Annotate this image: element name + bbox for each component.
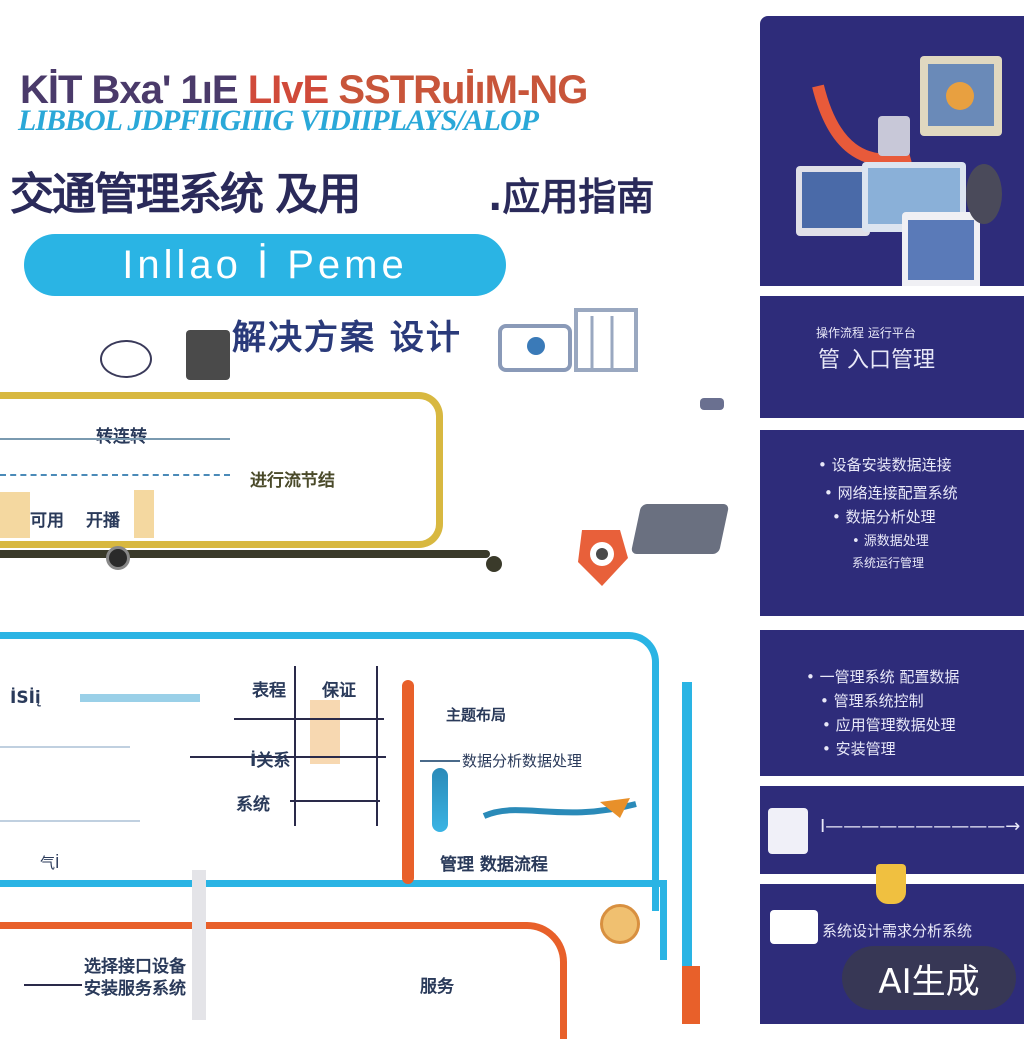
panel2-line-1: • 设备安装数据连接	[818, 456, 952, 474]
blue-divider-2	[0, 820, 140, 822]
track-node-icon	[106, 546, 130, 570]
orange-label-1: 选择接口设备	[84, 957, 186, 977]
yellow-lane-track	[0, 550, 490, 558]
info-panel-3: • 一管理系统 配置数据 • 管理系统控制 • 应用管理数据处理 • 安装管理	[760, 630, 1024, 776]
panel2-line-5: 系统运行管理	[852, 556, 925, 570]
yellow-divider-1	[0, 438, 230, 440]
blue-label-mid-3: İ关系	[250, 751, 291, 771]
yellow-label-b: 开播	[86, 511, 120, 531]
yellow-divider-2	[0, 474, 230, 478]
pill-banner: Inllao İ Peme	[24, 234, 506, 296]
blue-label-left: İSİį	[10, 688, 41, 708]
blue-glow	[310, 700, 340, 764]
blue-label-mid-2: 保证	[322, 681, 356, 701]
computer-illustration-icon	[796, 56, 1002, 294]
blue-label-mid-4: 系统	[236, 795, 270, 815]
subtitle-chinese-right: .应用指南	[488, 175, 655, 219]
blue-rule-4	[420, 760, 460, 762]
panel2-line-2: • 网络连接配置系统	[824, 484, 958, 502]
subtitle-chinese: 交通管理系统 及用	[10, 169, 361, 220]
printer-icon	[186, 330, 230, 380]
orange-rule	[24, 984, 82, 986]
usb-icon	[700, 398, 724, 410]
panel3-line-2: • 管理系统控制	[820, 692, 924, 710]
vertical-rule-2	[294, 666, 296, 826]
gray-post	[192, 870, 206, 1020]
info-panel-4: I——————————→	[760, 786, 1024, 874]
orange-label-3: 服务	[420, 977, 454, 997]
panel4-text: I——————————→	[820, 816, 1021, 837]
orange-post-small	[682, 966, 700, 1024]
yellow-label-a: 可用	[30, 511, 64, 531]
device-card-icon	[768, 808, 808, 854]
blue-lane-right	[660, 880, 667, 960]
blue-lane	[0, 632, 659, 911]
blue-divider-1	[0, 746, 130, 748]
blue-label-right-1: 主题布局	[446, 706, 507, 724]
trophy-icon	[876, 864, 906, 904]
coin-icon	[600, 904, 640, 944]
main-title: KİT Bxa' 1ıE LIvE SSTRuİıM-NG	[20, 68, 588, 113]
title-part-1: KİT Bxa' 1ıE	[20, 68, 239, 112]
speaker-icon	[572, 518, 634, 590]
orange-lane	[0, 922, 567, 1039]
blue-bar	[80, 694, 200, 702]
blue-label-mid-1: 表程	[252, 681, 286, 701]
panel5-text: 系统设计需求分析系统	[822, 922, 973, 940]
blue-lane-inner	[0, 880, 666, 887]
device-icon	[496, 306, 646, 380]
router-icon	[630, 504, 730, 554]
orange-post	[402, 680, 414, 884]
title-part-3: SSTRuİıM-NG	[338, 68, 588, 112]
orange-label-2: 安装服务系统	[84, 979, 186, 999]
feather-icon	[432, 768, 448, 832]
blue-rule-1	[234, 718, 384, 720]
blue-rule-2	[190, 756, 386, 758]
track-end-icon	[486, 556, 502, 572]
hero-panel	[760, 16, 1024, 294]
ai-watermark-badge: AI生成	[842, 946, 1016, 1010]
yellow-label-mid: 进行流节结	[250, 471, 335, 491]
blue-label-right-3: 管理 数据流程	[440, 855, 548, 875]
yellow-glow-2	[134, 490, 154, 538]
title-part-2: LIvE	[247, 68, 329, 112]
brand-logo-icon	[770, 910, 818, 944]
blue-post	[682, 682, 692, 972]
yellow-label-top: 转连转	[96, 427, 147, 447]
panel3-line-1: • 一管理系统 配置数据	[806, 668, 960, 686]
yellow-glow-1	[0, 492, 30, 538]
panel2-line-3: • 数据分析处理	[832, 508, 936, 526]
yellow-lane	[0, 392, 443, 548]
section-heading: 解决方案 设计	[232, 318, 462, 358]
blue-label-small: 气İ	[40, 854, 60, 872]
blue-rule-3	[290, 800, 380, 802]
panel1-text: 管 入口管理	[818, 348, 935, 373]
panel3-line-4: • 安装管理	[822, 740, 896, 758]
brush-stroke-icon	[480, 796, 640, 826]
info-panel-1: 操作流程 运行平台 管 入口管理	[760, 296, 1024, 418]
panel1-heading: 操作流程 运行平台	[816, 326, 916, 340]
blue-label-right-2: 数据分析数据处理	[462, 752, 583, 770]
panel2-line-4: • 源数据处理	[852, 534, 929, 549]
gauge-icon	[100, 340, 152, 378]
panel3-line-3: • 应用管理数据处理	[822, 716, 956, 734]
vertical-rule-1	[376, 666, 378, 826]
info-panel-2: • 设备安装数据连接 • 网络连接配置系统 • 数据分析处理 • 源数据处理 系…	[760, 430, 1024, 616]
subtitle-english: LIBBOL JDPFIIGIIIG VIDIIPLAYS/ALOP	[18, 104, 539, 137]
